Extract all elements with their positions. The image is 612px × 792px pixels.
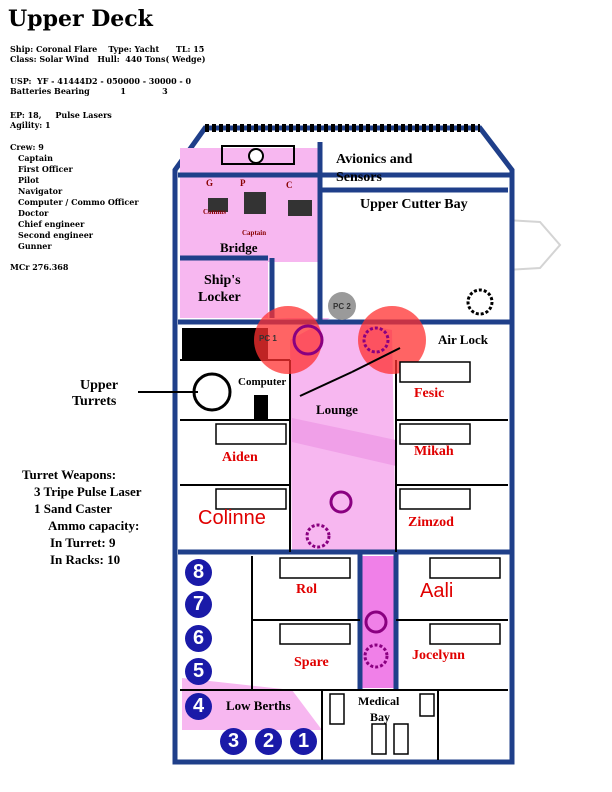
bridge-console	[221, 145, 295, 165]
ammo-header: Ammo capacity:	[48, 518, 140, 533]
berth-1: 1	[290, 728, 317, 755]
lounge-hatch	[329, 490, 353, 514]
station-g: G	[206, 178, 214, 188]
cabin-aali: Aali	[420, 580, 454, 602]
cabin-spare: Spare	[294, 655, 329, 670]
berth-2: 2	[255, 728, 282, 755]
low-berths-label: Low Berths	[226, 698, 291, 713]
cabin-colinne: Colinne	[198, 507, 266, 529]
cabin-mikah: Mikah	[414, 444, 454, 459]
computer-bank	[182, 328, 268, 360]
cabin-rol: Rol	[296, 582, 317, 597]
crew-role: Second engineer	[18, 230, 94, 240]
cabin-fesic: Fesic	[414, 386, 445, 401]
station-c: C	[286, 180, 293, 190]
turret-callout-2: Turrets	[72, 394, 117, 409]
page-title: Upper Deck	[8, 6, 153, 32]
comms-station	[208, 198, 228, 212]
ammo-racks: In Racks: 10	[50, 552, 121, 567]
gunner-station	[288, 200, 312, 216]
crew-role: Doctor	[18, 208, 49, 218]
berth-7: 7	[185, 591, 212, 618]
spec-batteries-line: Batteries Bearing 1 3	[10, 86, 168, 96]
berth-4: 4	[185, 693, 212, 720]
spec-class-line: Class: Solar Wind Hull: 440 Tons( Wedge)	[10, 54, 206, 64]
turret-2-hatch	[362, 326, 390, 354]
air-lock-label: Air Lock	[438, 332, 488, 347]
turret-callout-1: Upper	[80, 378, 119, 393]
lounge-stripe	[292, 418, 396, 466]
walls	[178, 142, 510, 690]
computer-cabinet	[254, 395, 268, 419]
turret-2	[358, 306, 426, 374]
captain-seat-top	[248, 148, 264, 164]
station-p: P	[240, 178, 246, 188]
spec-ship-line: Ship: Coronal Flare Type: Yacht TL: 15	[10, 44, 205, 54]
cabin-aiden: Aiden	[222, 450, 258, 465]
pilot-station	[244, 192, 266, 214]
cutter-bay-hatch	[466, 288, 494, 316]
crew-role: First Officer	[18, 164, 73, 174]
spec-usp-line: USP: YF - 41444D2 - 050000 - 30000 - 0	[10, 76, 192, 86]
spec-ep-line: EP: 18, Pulse Lasers	[10, 110, 112, 120]
cabin-zimzod: Zimzod	[408, 515, 454, 530]
turret-link	[351, 347, 401, 373]
berth-6: 6	[185, 625, 212, 652]
computer-label: Computer	[238, 376, 287, 388]
crew-role: Computer / Commo Officer	[18, 197, 139, 207]
turret-1	[254, 306, 322, 374]
pc2-marker	[328, 292, 356, 320]
computer-console	[192, 372, 232, 412]
lounge-ladder	[305, 523, 331, 549]
pc2-label: PC 2	[333, 302, 351, 311]
avionics-label: Avionics and	[336, 152, 413, 167]
turret-weapons-header: Turret Weapons:	[22, 467, 117, 482]
crew-list: Crew: 9 Captain First Officer Pilot Navi…	[10, 142, 139, 252]
lounge-label: Lounge	[316, 402, 358, 417]
cabin-jocelynn: Jocelynn	[412, 648, 465, 663]
corridor-ladder	[363, 643, 389, 669]
sensors-label: Sensors	[336, 170, 382, 185]
weapon-line: 1 Sand Caster	[34, 501, 113, 516]
berth-3: 3	[220, 728, 247, 755]
crew-role: Captain	[18, 153, 53, 163]
medical-beds	[329, 693, 435, 755]
bridge-floor	[180, 148, 318, 318]
spec-agility-line: Agility: 1	[10, 120, 51, 130]
ammo-turret: In Turret: 9	[50, 535, 116, 550]
turret-weapons-block: Turret Weapons: 3 Tripe Pulse Laser 1 Sa…	[22, 466, 142, 568]
bridge-label: Bridge	[220, 240, 258, 255]
lockers-label-2: Locker	[198, 290, 241, 305]
station-captain: Captain	[242, 229, 267, 237]
crew-header: Crew: 9	[10, 142, 44, 152]
crew-role: Chief engineer	[18, 219, 85, 229]
cutter-bay-label: Upper Cutter Bay	[360, 197, 468, 212]
corridor-hatch	[364, 610, 388, 634]
cabin-furniture	[215, 361, 501, 645]
weapon-line: 3 Tripe Pulse Laser	[34, 484, 142, 499]
cost-label: MCr 276.368	[10, 262, 69, 272]
pc1-label: PC 1	[259, 334, 277, 343]
medical-label-2: Bay	[370, 710, 391, 724]
crew-role: Navigator	[18, 186, 63, 196]
crew-role: Gunner	[18, 241, 52, 251]
crew-role: Pilot	[18, 175, 40, 185]
berth-8: 8	[185, 559, 212, 586]
turret-link	[299, 371, 353, 397]
turret-1-hatch	[292, 324, 324, 356]
medical-label-1: Medical	[358, 694, 400, 708]
berth-5: 5	[185, 658, 212, 685]
station-comms: Comms	[203, 208, 226, 216]
lockers-label-1: Ship's	[204, 273, 241, 288]
